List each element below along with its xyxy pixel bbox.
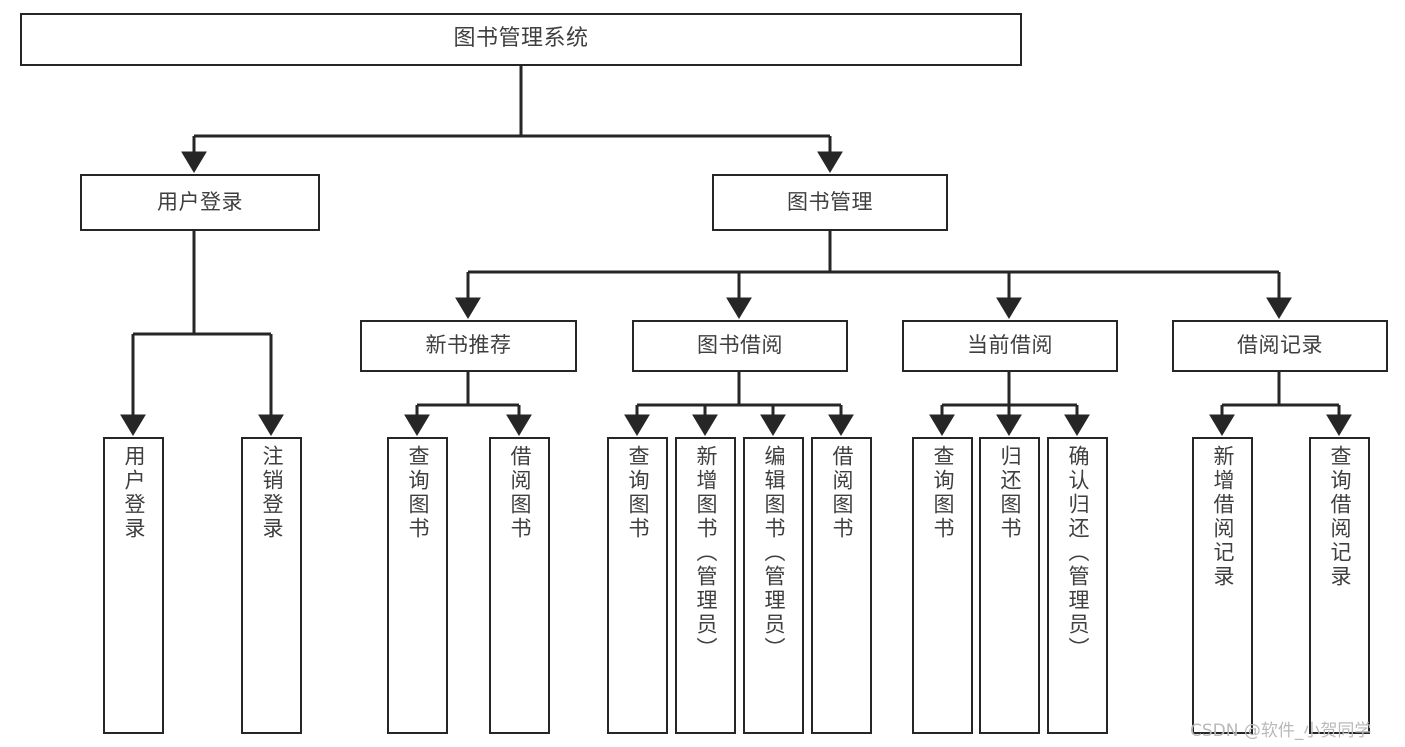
leaf-borrow-book-recommend[interactable]: 借阅图书 <box>489 437 550 734</box>
node-label: 用户登录 <box>157 189 243 214</box>
node-label: 借阅记录 <box>1237 333 1323 358</box>
node-label: 查询图书 <box>626 445 650 541</box>
node-book-management[interactable]: 图书管理 <box>712 174 948 231</box>
node-user-login[interactable]: 用户登录 <box>80 174 320 231</box>
leaf-user-login[interactable]: 用户登录 <box>103 437 164 734</box>
node-label: 图书管理 <box>787 189 873 214</box>
leaf-query-book-recommend[interactable]: 查询图书 <box>387 437 448 734</box>
leaf-logout-login[interactable]: 注销登录 <box>241 437 302 734</box>
leaf-query-book-current[interactable]: 查询图书 <box>912 437 973 734</box>
leaf-add-borrowing-record[interactable]: 新增借阅记录 <box>1192 437 1253 734</box>
node-label: 图书管理系统 <box>453 26 589 52</box>
node-new-book-recommend[interactable]: 新书推荐 <box>360 320 577 372</box>
csdn-watermark: CSDN @软件_小贺同学 <box>1190 721 1372 741</box>
node-label: 查询图书 <box>931 445 955 541</box>
node-label: 新增借阅记录 <box>1211 445 1235 589</box>
node-root-book-management-system[interactable]: 图书管理系统 <box>20 13 1022 66</box>
node-label: 新增图书（管理员） <box>694 445 718 661</box>
node-label: 注销登录 <box>260 445 284 541</box>
node-label: 归还图书 <box>998 445 1022 541</box>
node-book-borrowing[interactable]: 图书借阅 <box>632 320 848 372</box>
node-label: 新书推荐 <box>425 333 512 358</box>
node-label: 查询借阅记录 <box>1328 445 1352 589</box>
leaf-borrow-book-borrowing[interactable]: 借阅图书 <box>811 437 872 734</box>
node-borrowing-records[interactable]: 借阅记录 <box>1172 320 1388 372</box>
node-label: 借阅图书 <box>508 445 532 541</box>
node-label: 当前借阅 <box>967 333 1053 358</box>
leaf-edit-book-admin[interactable]: 编辑图书（管理员） <box>743 437 804 734</box>
leaf-add-book-admin[interactable]: 新增图书（管理员） <box>675 437 736 734</box>
node-current-borrowing[interactable]: 当前借阅 <box>902 320 1118 372</box>
leaf-query-book-borrowing[interactable]: 查询图书 <box>607 437 668 734</box>
node-label: 编辑图书（管理员） <box>762 445 786 661</box>
leaf-query-borrowing-record[interactable]: 查询借阅记录 <box>1309 437 1370 734</box>
node-label: 确认归还（管理员） <box>1066 445 1090 661</box>
leaf-return-book[interactable]: 归还图书 <box>979 437 1040 734</box>
leaf-confirm-return-admin[interactable]: 确认归还（管理员） <box>1047 437 1108 734</box>
node-label: 用户登录 <box>122 445 146 541</box>
node-label: 借阅图书 <box>830 445 854 541</box>
node-label: 图书借阅 <box>697 333 783 358</box>
node-label: 查询图书 <box>406 445 430 541</box>
